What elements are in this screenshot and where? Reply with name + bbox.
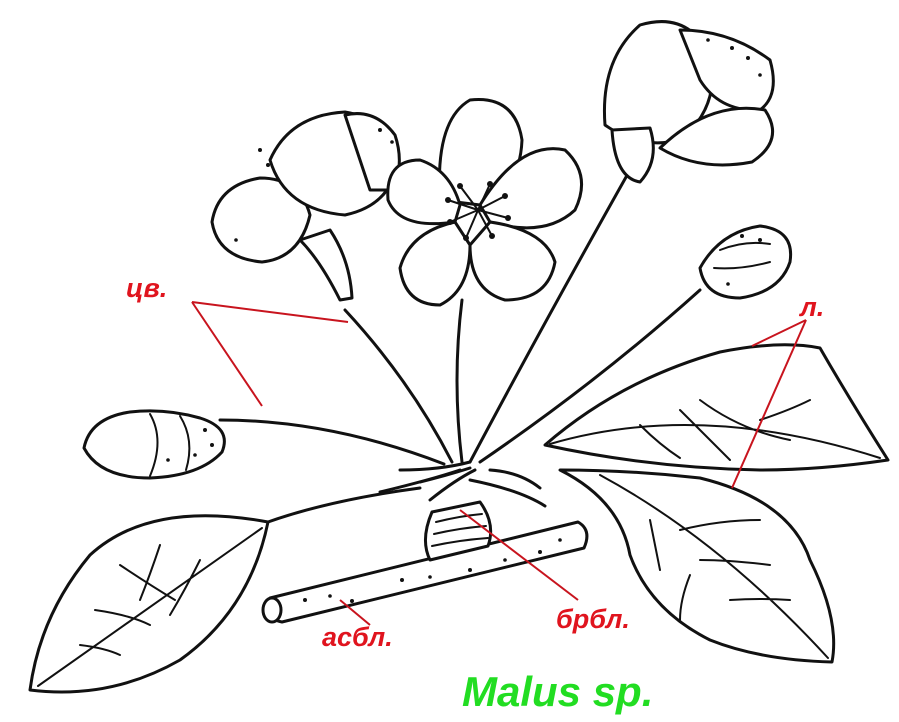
bud-right [700, 226, 791, 298]
label-brachyblast: брбл. [556, 604, 630, 635]
flower-top-right [604, 22, 773, 182]
label-leaf: л. [800, 292, 824, 323]
flower-left [212, 112, 399, 300]
bud-left [84, 411, 224, 478]
flower-center [388, 100, 582, 306]
leaf-right-upper [545, 345, 888, 470]
label-auxiblast: асбл. [322, 622, 393, 653]
label-flower: цв. [126, 273, 167, 304]
species-title: Malus sp. [462, 668, 653, 716]
